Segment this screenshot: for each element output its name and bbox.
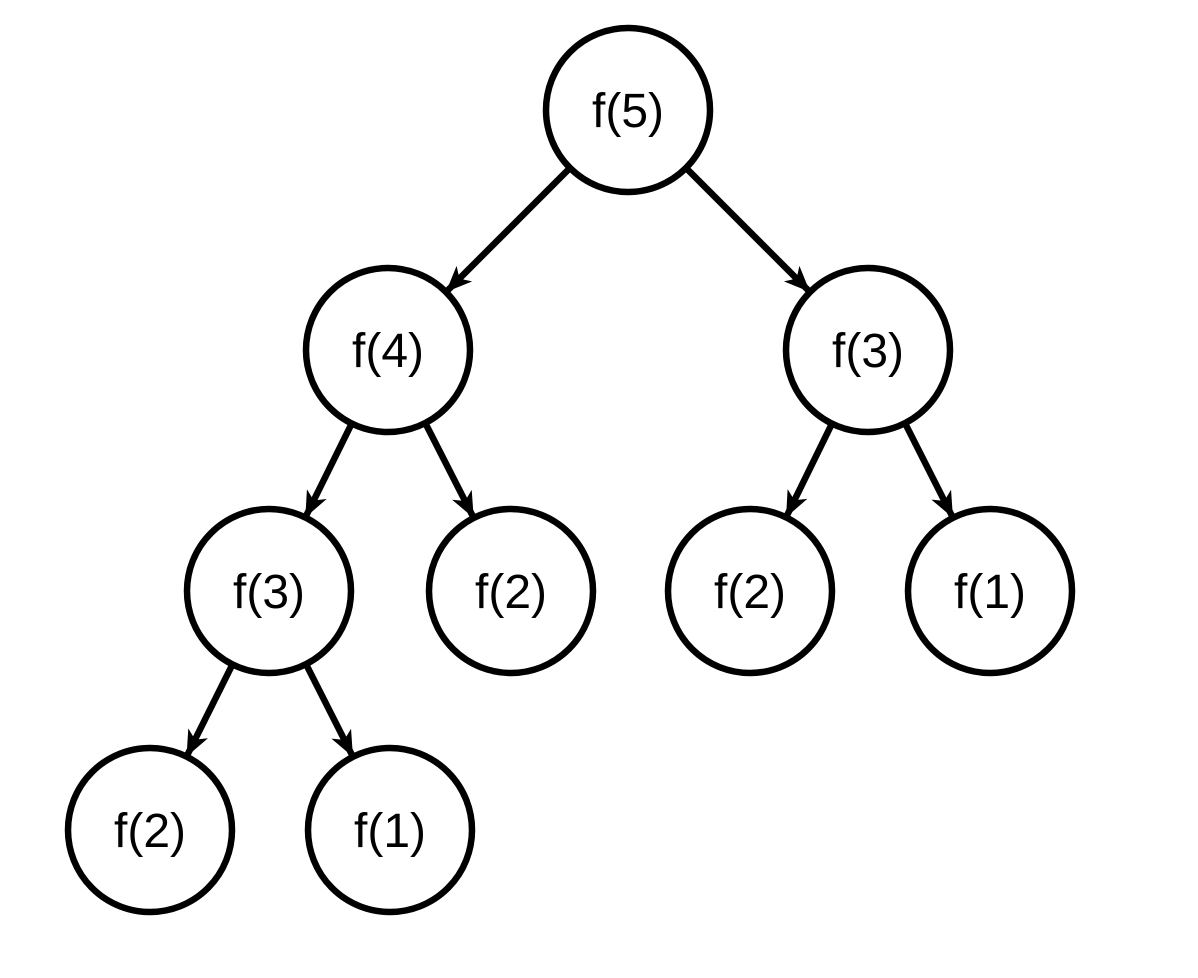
node-circle-f1-right (904, 505, 1076, 677)
edge-f3-left-to-f2-bottom (183, 662, 236, 759)
node-circle-f1-bottom (304, 744, 476, 916)
edge-f4-to-f2-mid-left (422, 421, 477, 520)
node-circle-f2-mid-right (664, 505, 836, 677)
tree-node-f2-mid-right: f(2) (664, 505, 836, 677)
tree-node-f3-right: f(3) (782, 264, 954, 436)
node-label-f3-right: f(3) (832, 325, 904, 378)
node-label-f2-mid-right: f(2) (714, 566, 786, 619)
edge-f4-to-f3-left (302, 422, 355, 519)
node-label-f1-bottom: f(1) (354, 805, 426, 858)
tree-node-f3-left: f(3) (183, 505, 355, 677)
tree-node-f4: f(4) (302, 264, 474, 436)
node-label-f5-root: f(5) (592, 85, 664, 138)
edge-f3-left-to-f1-bottom (303, 662, 356, 759)
edge-f5-root-to-f3-right (683, 165, 813, 295)
node-circle-f4 (302, 264, 474, 436)
tree-node-f2-bottom: f(2) (64, 744, 236, 916)
node-circle-f2-bottom (64, 744, 236, 916)
node-circle-f3-left (183, 505, 355, 677)
node-label-f4: f(4) (352, 325, 424, 378)
tree-node-f5-root: f(5) (542, 24, 714, 196)
node-circle-f2-mid-left (425, 505, 597, 677)
nodes-layer: f(5) f(4) f(3) f(3) f(2) f(2) f(1) f(2) f(1) (64, 24, 1076, 916)
node-label-f3-left: f(3) (233, 566, 305, 619)
node-label-f2-bottom: f(2) (114, 805, 186, 858)
node-circle-f5-root (542, 24, 714, 196)
node-circle-f3-right (782, 264, 954, 436)
node-label-f1-right: f(1) (954, 566, 1026, 619)
edge-f5-root-to-f4 (443, 165, 573, 295)
node-label-f2-mid-left: f(2) (475, 566, 547, 619)
tree-node-f1-bottom: f(1) (304, 744, 476, 916)
edge-f3-right-to-f1-right (902, 421, 956, 520)
edge-f3-right-to-f2-mid-right (783, 422, 835, 519)
tree-node-f1-right: f(1) (904, 505, 1076, 677)
edges-layer (183, 165, 956, 759)
tree-node-f2-mid-left: f(2) (425, 505, 597, 677)
